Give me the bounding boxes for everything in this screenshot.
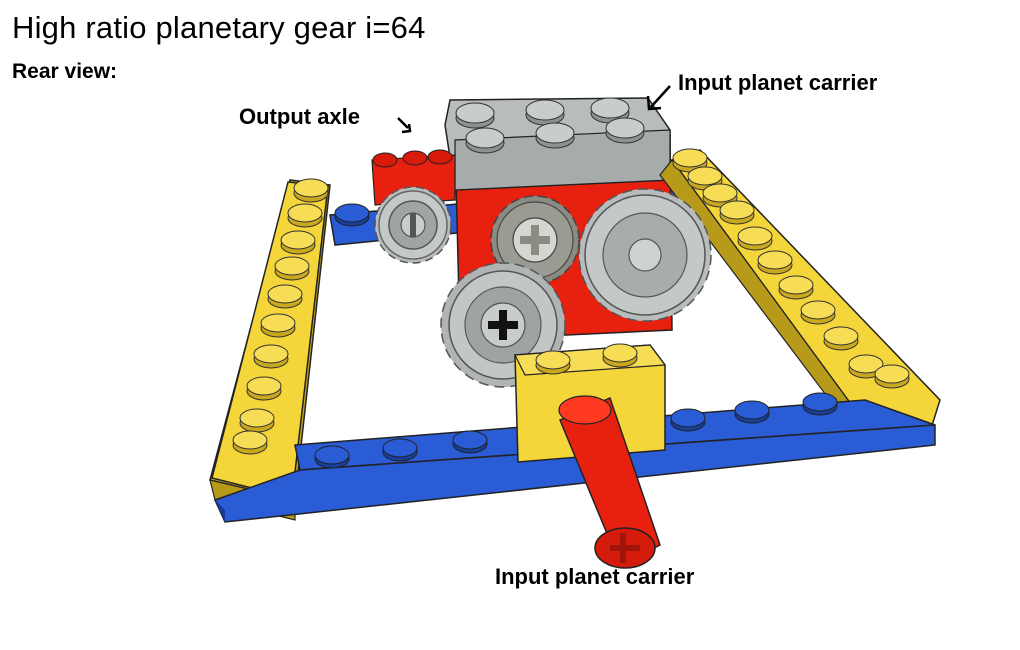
input-planet-carrier-label-bottom: Input planet carrier [495,564,695,589]
view-subtitle: Rear view: [12,60,118,83]
upper-center-gear [490,195,580,285]
diagram-title: High ratio planetary gear i=64 [12,10,426,45]
output-axle-arrow [397,117,412,134]
small-output-gear [374,186,452,264]
output-axle-label: Output axle [239,104,361,129]
right-yellow-beam [659,148,941,448]
input-planet-carrier-label-top: Input planet carrier [678,70,878,95]
red-input-axle-connector [558,395,661,569]
large-right-gear [578,188,712,322]
carrier-arrow [646,85,671,111]
